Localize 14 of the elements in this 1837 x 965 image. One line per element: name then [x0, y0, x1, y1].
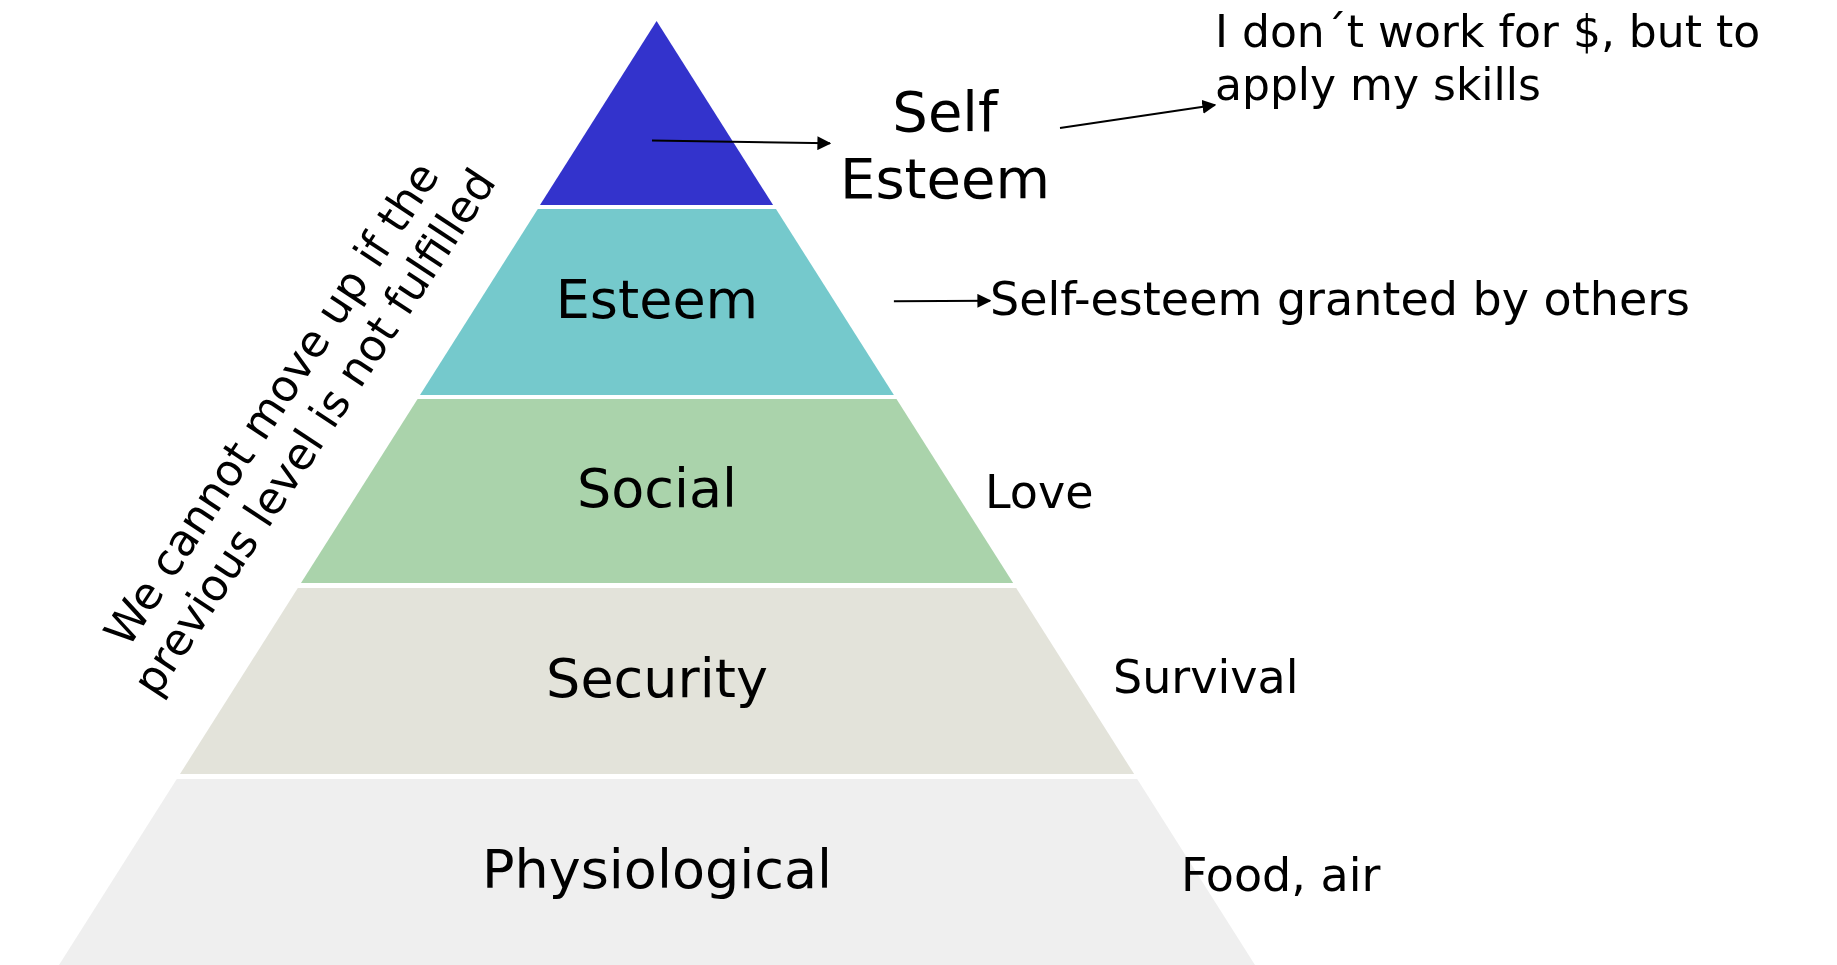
- side-note: Love: [985, 465, 1094, 521]
- text-label: Self-esteem granted by others: [990, 272, 1691, 328]
- text-label: I don´t work for $, but to apply my skills: [1215, 6, 1835, 112]
- arrow: [892, 293, 992, 308]
- arrow: [651, 136, 832, 151]
- level-label: Esteem: [555, 268, 759, 331]
- level-label: Physiological: [481, 838, 832, 901]
- arrow: [1059, 99, 1217, 130]
- level-label: Social: [576, 457, 738, 520]
- side-note: Survival: [1113, 650, 1299, 706]
- text-label: Self Esteem: [830, 78, 1060, 213]
- side-note: Food, air: [1181, 848, 1381, 904]
- pyramid-level: [540, 21, 774, 205]
- level-label: Security: [546, 647, 768, 710]
